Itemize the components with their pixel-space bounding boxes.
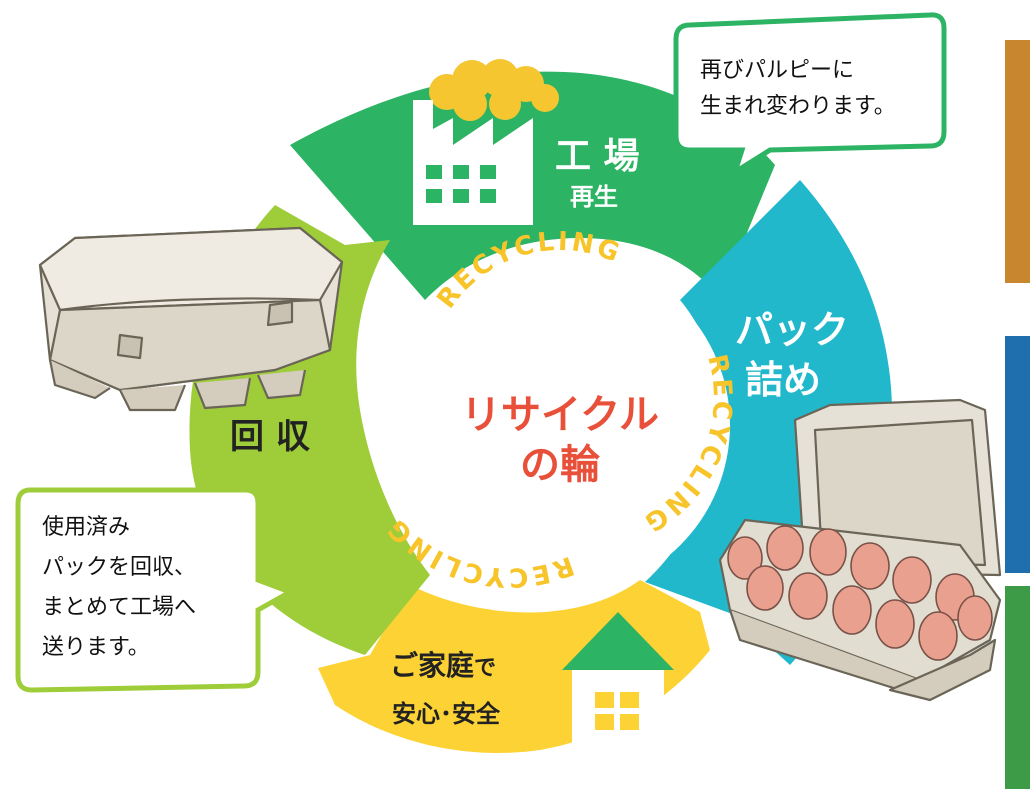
factory-bubble-line2: 生まれ変わります。 — [700, 94, 896, 119]
side-bar-brown — [1005, 40, 1030, 283]
home-label-main: ご家庭 — [390, 649, 474, 682]
factory-icon — [413, 59, 559, 225]
side-bar-blue — [1005, 336, 1030, 573]
collect-bubble-line2: パックを回収、 — [42, 555, 196, 580]
center-title-line2: の輪 — [520, 442, 600, 488]
collect-bubble-line4: 送ります。 — [42, 635, 150, 660]
pack-label-line2: 詰め — [745, 358, 821, 402]
egg-carton-closed-icon — [38, 226, 344, 412]
collect-bubble-line3: まとめて工場へ — [42, 595, 196, 620]
factory-speech-bubble: 再びパルピーに 生まれ変わります。 — [673, 12, 947, 178]
home-label-particle: で — [474, 656, 496, 681]
collect-speech-bubble: 使用済み パックを回収、 まとめて工場へ 送ります。 — [15, 487, 296, 693]
center-circle — [390, 255, 730, 595]
house-icon — [562, 612, 674, 755]
svg-text:ご家庭で: ご家庭で — [390, 649, 496, 682]
factory-title: 工 場 — [555, 136, 640, 177]
factory-bubble-line1: 再びパルピーに — [700, 58, 854, 83]
collect-bubble-line1: 使用済み — [42, 515, 130, 540]
factory-subtitle: 再生 — [570, 183, 618, 211]
center-title-line1: リサイクル — [461, 392, 659, 438]
collect-label: 回 収 — [230, 417, 310, 457]
pack-label-line1: パック — [735, 308, 849, 352]
egg-carton-open-icon — [718, 398, 1002, 702]
side-bar-green — [1005, 586, 1030, 789]
home-label-line2: 安心･安全 — [392, 700, 501, 728]
